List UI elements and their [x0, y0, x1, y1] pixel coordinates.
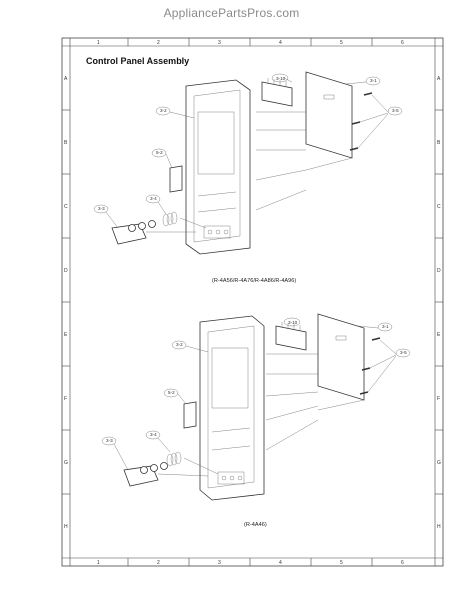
column-label: 2 [157, 40, 160, 46]
keypad-area [203, 225, 231, 239]
column-label: 3 [218, 560, 221, 566]
column-label: 6 [401, 40, 404, 46]
callout-3-4: 3-4 [150, 432, 157, 437]
label-sheet-part [169, 165, 183, 193]
column-label: 3 [218, 40, 221, 46]
plate-slot [323, 94, 335, 100]
row-label: H [437, 524, 441, 530]
display-window [197, 111, 235, 175]
callout-3-1: 3-1 [382, 324, 389, 329]
row-label: F [437, 396, 440, 402]
column-label: 1 [97, 40, 100, 46]
keypad-area [217, 471, 245, 485]
column-label: 1 [97, 560, 100, 566]
control-panel-frame-part [185, 79, 251, 255]
row-label: C [64, 204, 68, 210]
row-labels-left: A B C D E F G H [64, 76, 68, 530]
column-dividers [127, 38, 373, 566]
column-label: 2 [157, 560, 160, 566]
row-label: H [64, 524, 68, 530]
callout-3-2: 3-2 [176, 342, 183, 347]
label-sheet-part [183, 401, 197, 429]
callout-3-1: 3-1 [370, 78, 377, 83]
mounting-plate-part [317, 313, 365, 401]
row-labels-right: A B C D E F G H [437, 76, 441, 530]
callout-3-3: 3-3 [98, 206, 105, 211]
assembly-guide-lines [265, 353, 365, 451]
control-panel-face [207, 325, 255, 489]
row-label: C [437, 204, 441, 210]
circuit-board-part [275, 325, 307, 351]
callout-3-3: 3-3 [106, 438, 113, 443]
callout-5-2: 5-2 [156, 150, 163, 155]
column-label: 5 [340, 40, 343, 46]
row-label: B [437, 140, 441, 146]
upper-assembly-caption: (R-4A56/R-4A76/R-4A86/R-4A96) [212, 278, 296, 284]
column-label: 4 [279, 560, 282, 566]
control-panel-face [193, 89, 241, 243]
lower-assembly-caption: (R-4A46) [244, 522, 267, 528]
column-label: 4 [279, 40, 282, 46]
column-label: 6 [401, 560, 404, 566]
callout-3-5: 3-5 [400, 350, 407, 355]
column-labels-bottom: 1 2 3 4 5 6 [97, 560, 404, 566]
display-window [211, 347, 249, 409]
row-label: D [437, 268, 441, 274]
row-label: E [437, 332, 441, 338]
mounting-plate-part [305, 71, 353, 159]
assembly-guide-lines [255, 111, 353, 211]
callout-3-10: 3-10 [288, 320, 298, 325]
row-label: A [437, 76, 441, 82]
column-label: 5 [340, 560, 343, 566]
row-dividers [62, 109, 443, 495]
upper-assembly: 3-10 3-1 3-2 3-5 5-2 3-4 3-3 (R-4A56/R-4… [93, 71, 403, 284]
watermark-text: AppliancePartsPros.com [163, 6, 300, 20]
spring-part [166, 451, 182, 467]
row-label: B [64, 140, 68, 146]
callout-3-5: 3-5 [392, 108, 399, 113]
row-label: G [64, 460, 68, 466]
row-label: D [64, 268, 68, 274]
column-labels-top: 1 2 3 4 5 6 [97, 40, 404, 46]
spring-part [162, 211, 178, 227]
row-label: E [64, 332, 68, 338]
screw-set [349, 92, 373, 151]
row-label: A [64, 76, 68, 82]
callout-3-2: 3-2 [160, 108, 167, 113]
lower-assembly: 3-10 3-1 3-2 3-5 5-2 3-4 3-3 (R-4A46) [101, 313, 411, 528]
screw-set [359, 337, 381, 395]
row-label: G [437, 460, 441, 466]
circuit-board-part [261, 81, 293, 107]
callout-3-4: 3-4 [150, 196, 157, 201]
callout-5-2: 5-2 [168, 390, 175, 395]
callout-3-10: 3-10 [276, 76, 286, 81]
diagram-title: Control Panel Assembly [86, 56, 189, 66]
row-label: F [64, 396, 67, 402]
